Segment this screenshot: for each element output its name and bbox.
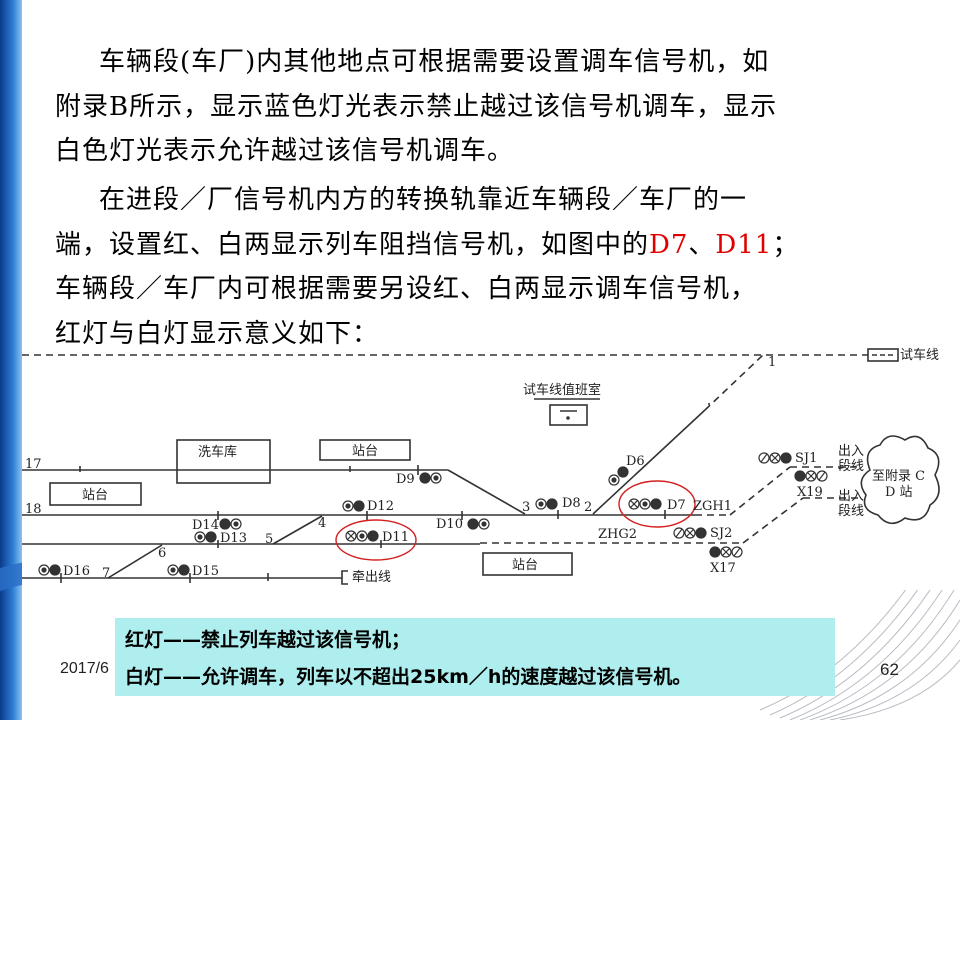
signal-meaning-box: 红灯——禁止列车越过该信号机； 白灯——允许调车，列车以不超出25km／h的速度… xyxy=(115,618,835,696)
signal-d10-label: D10 xyxy=(436,517,463,532)
para2-line3: 车辆段／车厂内可根据需要另设红、白两显示调车信号机， xyxy=(55,274,758,304)
signal-d13 xyxy=(194,531,217,543)
cloud-shape xyxy=(860,435,940,525)
signal-d12 xyxy=(342,500,365,512)
signal-d16 xyxy=(38,564,61,576)
paragraph-1: 车辆段(车厂)内其他地点可根据需要设置调车信号机，如 附录B所示，显示蓝色灯光表… xyxy=(55,40,915,174)
signal-d8-label: D8 xyxy=(562,496,581,511)
para1-line1: 车辆段(车厂)内其他地点可根据需要设置调车信号机，如 xyxy=(99,47,770,77)
wash-shed-box xyxy=(176,439,271,484)
switch-1: 1 xyxy=(768,355,776,370)
track-layout-diagram: 试车线 试车线值班室 洗车库 站台 站台 站台 牵出线 出入 段线 出入 段线 … xyxy=(22,346,960,590)
zgh1-label: ZGH1 xyxy=(693,499,732,514)
signal-d7 xyxy=(628,498,662,510)
signal-x19 xyxy=(794,470,828,482)
signal-d15 xyxy=(167,564,190,576)
crossover-4-5 xyxy=(272,515,323,545)
para2-line2-text: 端，设置红、白两显示列车阻挡信号机，如图中的 xyxy=(55,229,650,260)
signal-lamps xyxy=(38,452,828,576)
signal-sj1 xyxy=(758,452,792,464)
footer-date: 2017/6 xyxy=(60,660,109,677)
signal-d15-label: D15 xyxy=(192,564,219,579)
para2-line1: 在进段／厂信号机内方的转换轨靠近车辆段／车厂的一 xyxy=(99,185,748,215)
switch-7: 7 xyxy=(102,566,110,581)
highlight-d11 xyxy=(335,519,417,561)
punct: ； xyxy=(772,229,800,260)
platform-label-left: 站台 xyxy=(82,488,108,503)
zhg2-label: ZHG2 xyxy=(598,527,637,542)
cloud-label-2: D 站 xyxy=(885,485,913,500)
test-line-label: 试车线 xyxy=(900,347,939,363)
platform-box-lower xyxy=(482,552,573,576)
signal-d9-label: D9 xyxy=(396,472,415,487)
switch-6: 6 xyxy=(158,546,166,561)
d7-highlight: D7 xyxy=(649,229,689,260)
signal-d9 xyxy=(419,472,442,484)
left-decor-bar xyxy=(0,0,22,720)
signal-x17-label: X17 xyxy=(710,561,736,576)
signal-x17 xyxy=(709,546,743,558)
platform-label-upper: 站台 xyxy=(352,444,378,459)
in-out-line-2-label-b: 段线 xyxy=(838,504,864,519)
test-line-branch xyxy=(592,409,706,515)
in-out-line-1 xyxy=(729,466,791,516)
separator: 、 xyxy=(688,229,716,260)
signal-d12-label: D12 xyxy=(367,499,394,514)
platform-label-lower: 站台 xyxy=(512,558,538,573)
signal-d13-label: D13 xyxy=(220,531,247,546)
highlight-d7 xyxy=(618,480,696,528)
cloud-label-1: 至附录 C xyxy=(872,469,925,484)
signal-d11-label: D11 xyxy=(382,530,409,545)
para2-line2: 端，设置红、白两显示列车阻挡信号机，如图中的D7、D11； xyxy=(55,230,799,260)
pull-out-line-label: 牵出线 xyxy=(352,570,391,585)
signal-x19-label: X19 xyxy=(797,485,823,500)
white-light-meaning: 白灯——允许调车，列车以不超出25km／h的速度越过该信号机。 xyxy=(125,666,692,688)
signal-d6 xyxy=(608,466,629,486)
switch-4: 4 xyxy=(318,516,326,531)
test-office-label: 试车线值班室 xyxy=(523,382,601,398)
para1-line3: 白色灯光表示允许越过该信号机调车。 xyxy=(55,136,515,166)
switch-2: 2 xyxy=(584,500,592,515)
track-17-connector xyxy=(447,469,526,515)
switch-3: 3 xyxy=(522,500,530,515)
signal-d7-label: D7 xyxy=(667,498,686,513)
d11-highlight: D11 xyxy=(715,229,773,260)
signal-sj1-label: SJ1 xyxy=(795,451,817,466)
in-out-line-2-label-a: 出入 xyxy=(838,489,864,504)
duty-room-box xyxy=(549,404,588,426)
wash-shed-label: 洗车库 xyxy=(198,444,237,460)
paragraph-2: 在进段／厂信号机内方的转换轨靠近车辆段／车厂的一 端，设置红、白两显示列车阻挡信… xyxy=(55,178,915,356)
track-17-label: 17 xyxy=(25,457,42,472)
signal-d14-label: D14 xyxy=(192,518,219,533)
signal-d10 xyxy=(467,518,490,530)
para1-line2: 附录B所示，显示蓝色灯光表示禁止越过该信号机调车，显示 xyxy=(55,91,778,122)
diagram-background xyxy=(22,346,960,590)
test-line-end-box xyxy=(867,348,899,362)
signal-d6-label: D6 xyxy=(626,454,645,469)
in-out-line-2 xyxy=(742,497,804,544)
red-light-meaning: 红灯——禁止列车越过该信号机； xyxy=(125,629,411,651)
track-18-label: 18 xyxy=(25,502,42,517)
signal-sj2 xyxy=(673,527,707,539)
page-number: 62 xyxy=(880,660,899,679)
switch-5: 5 xyxy=(265,532,273,547)
crossover-6-7 xyxy=(107,544,163,579)
platform-box-left xyxy=(49,482,142,506)
signal-d8 xyxy=(535,498,558,510)
signal-d16-label: D16 xyxy=(63,564,90,579)
in-out-line-1-label-b: 段线 xyxy=(838,459,864,474)
platform-box-upper xyxy=(319,439,411,461)
para2-line4: 红灯与白灯显示意义如下： xyxy=(55,318,380,349)
signal-d14 xyxy=(219,518,242,530)
signal-sj2-label: SJ2 xyxy=(710,526,732,541)
in-out-line-1-label-a: 出入 xyxy=(838,444,864,459)
signal-d11 xyxy=(345,530,379,542)
